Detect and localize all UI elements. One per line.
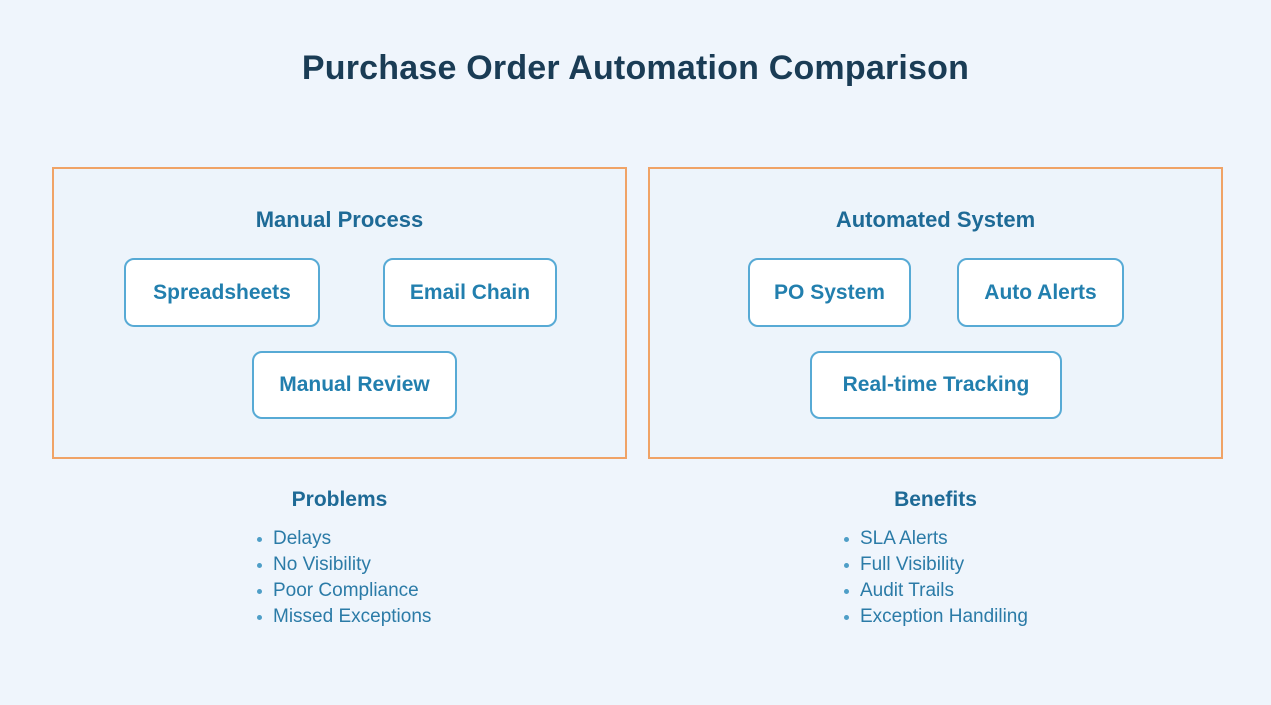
panel-automated-system-title: Automated System [835,207,1036,232]
list-item: Audit Trails [843,578,1223,604]
list-item: No Visibility [256,552,627,578]
node-auto-alerts: Auto Alerts [957,258,1124,327]
list-item: Missed Exceptions [256,604,627,630]
problems-list: Delays No Visibility Poor Compliance Mis… [256,526,627,630]
panel-manual-process-title: Manual Process [255,207,424,232]
node-manual-review: Manual Review [252,351,457,419]
node-po-system: PO System [748,258,911,327]
problems-section: Problems Delays No Visibility Poor Compl… [52,488,627,630]
node-real-time-tracking: Real-time Tracking [810,351,1062,419]
node-spreadsheets: Spreadsheets [124,258,320,327]
list-item: Full Visibility [843,552,1223,578]
list-item: Delays [256,526,627,552]
benefits-list: SLA Alerts Full Visibility Audit Trails … [843,526,1223,630]
list-item: Exception Handiling [843,604,1223,630]
page-title: Purchase Order Automation Comparison [301,49,970,87]
list-item: Poor Compliance [256,578,627,604]
list-item: SLA Alerts [843,526,1223,552]
panel-manual-process: Manual Process Spreadsheets Email Chain … [52,167,627,459]
benefits-section: Benefits SLA Alerts Full Visibility Audi… [648,488,1223,630]
problems-title: Problems [291,488,388,511]
benefits-title: Benefits [894,488,977,511]
node-email-chain: Email Chain [383,258,557,327]
panel-automated-system: Automated System PO System Auto Alerts R… [648,167,1223,459]
